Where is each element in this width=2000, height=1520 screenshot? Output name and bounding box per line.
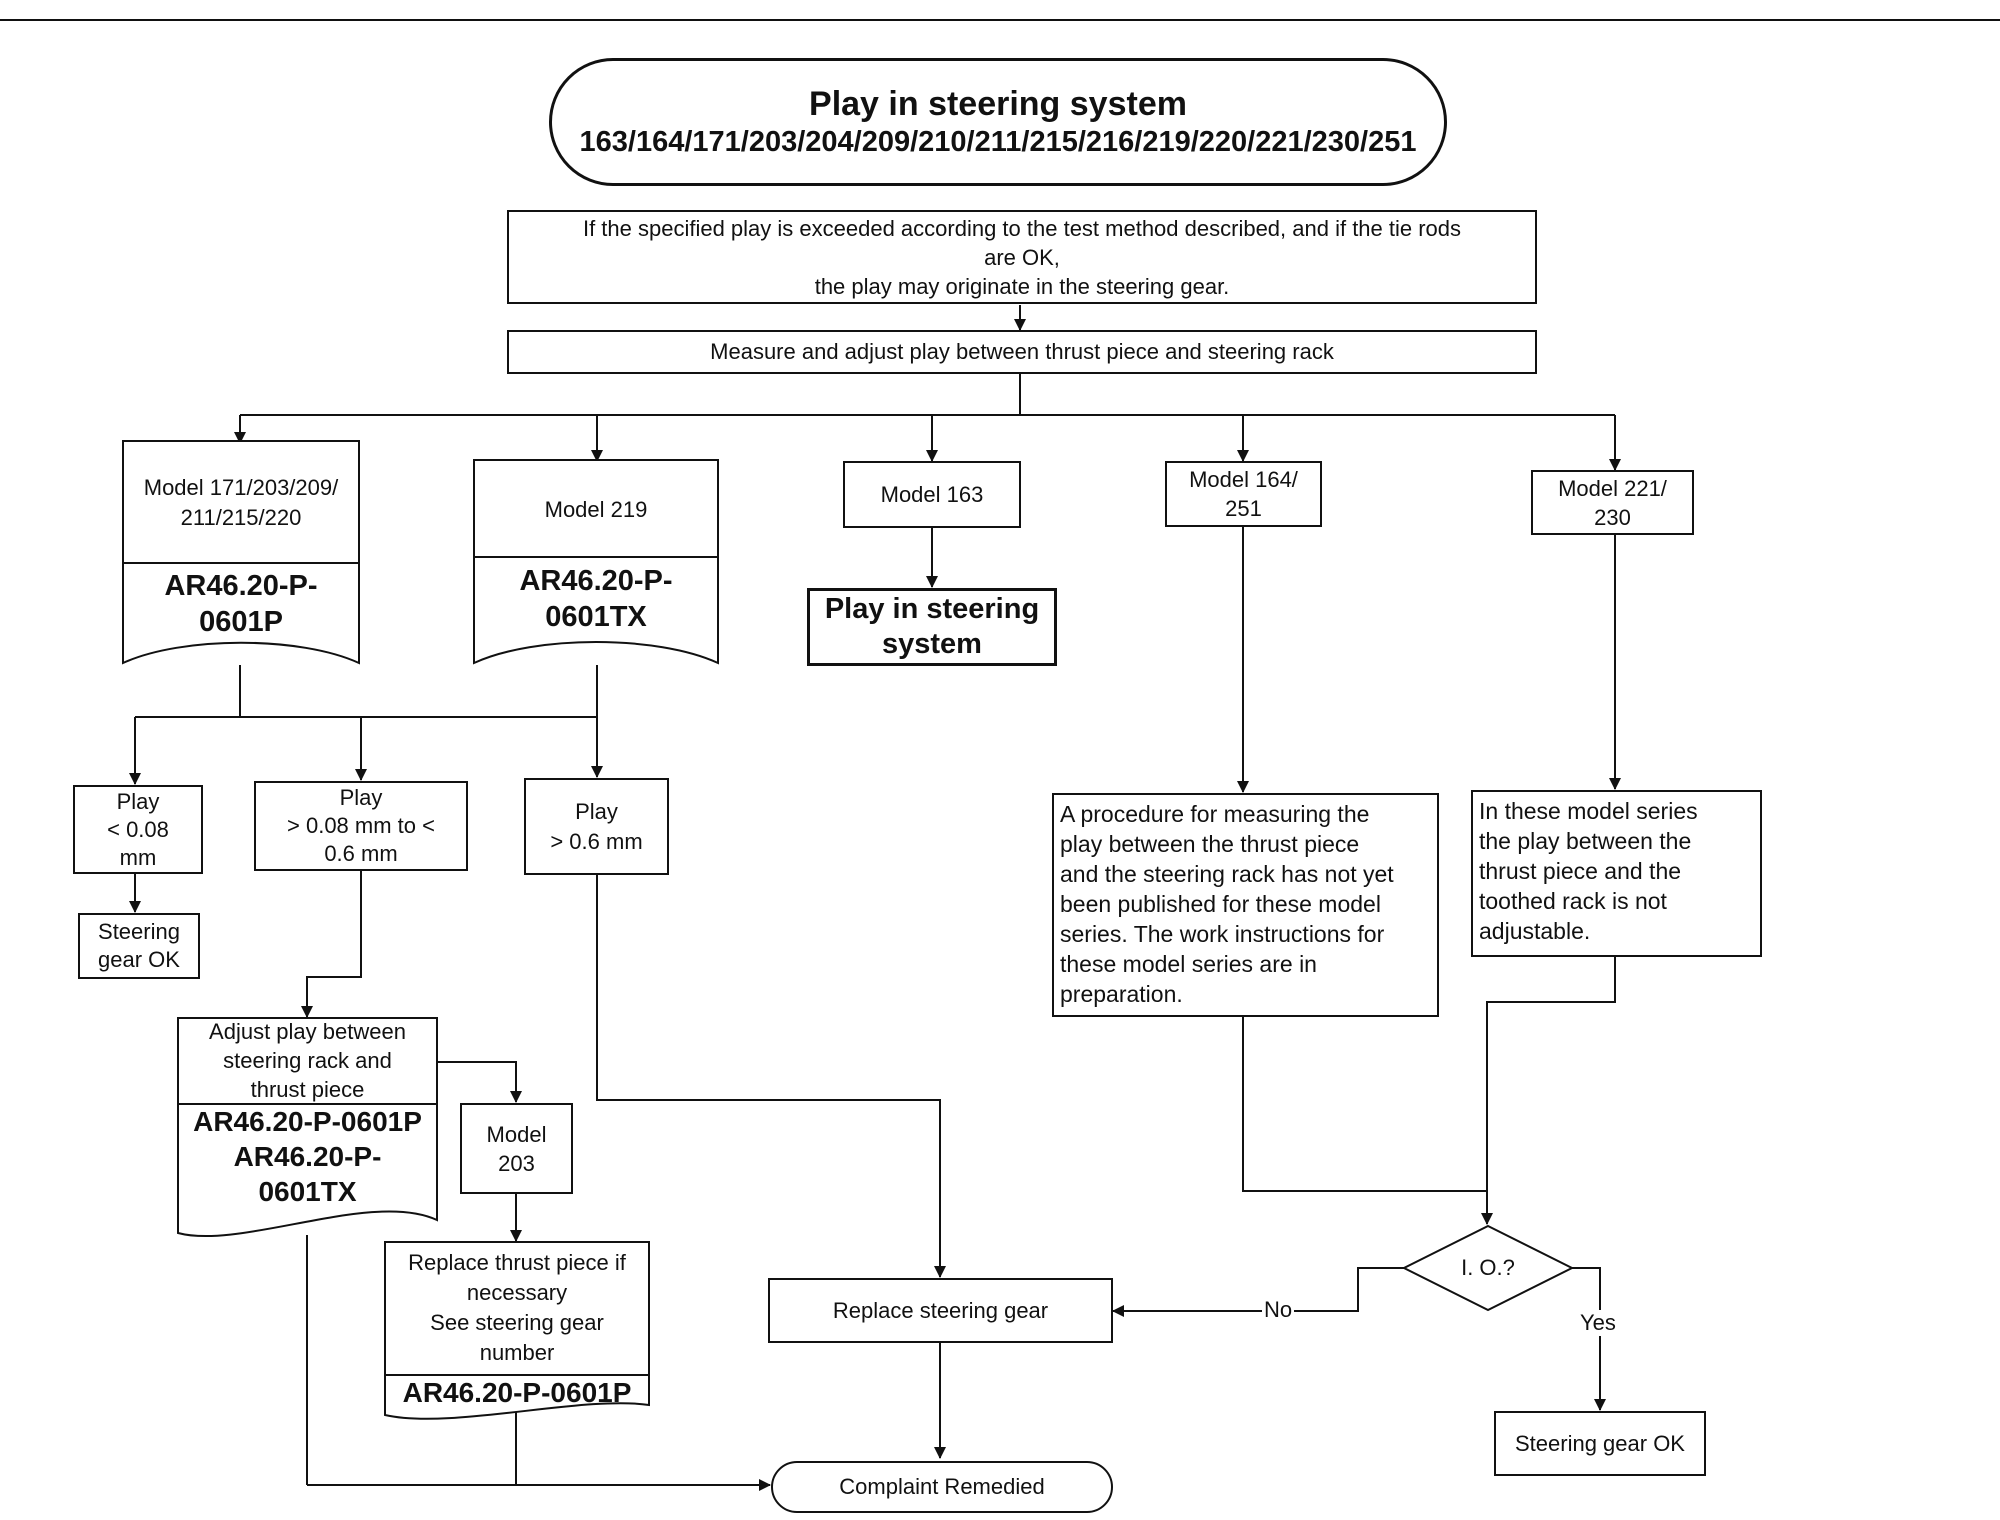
branch-b-code-line-2: 0601TX <box>545 601 647 633</box>
model-203-line-2: 203 <box>498 1150 535 1176</box>
branch-d-note-line-4: been published for these model <box>1060 891 1381 917</box>
measure-box: Measure and adjust play between thrust p… <box>507 330 1537 374</box>
branch-d-box: Model 164/ 251 <box>1165 461 1322 527</box>
replace-thrust-line-1: Replace thrust piece if <box>408 1250 626 1275</box>
doc-shape-adjust <box>177 1017 438 1238</box>
measure-text: Measure and adjust play between thrust p… <box>710 339 1334 364</box>
replace-thrust-line-3: See steering gear <box>430 1310 604 1335</box>
steering-ok-right-box: Steering gear OK <box>1494 1411 1706 1476</box>
branch-d-note-line-3: and the steering rack has not yet <box>1060 861 1394 887</box>
play-mid-line-1: Play <box>339 785 383 810</box>
adjust-label: Adjust play between steering rack and th… <box>178 1017 437 1103</box>
intro-line-2: are OK, <box>984 244 1060 270</box>
branch-a-code-line-1: AR46.20-P- <box>164 570 318 602</box>
edge-no <box>1112 1267 1405 1317</box>
steering-ok-right-text: Steering gear OK <box>1515 1430 1685 1456</box>
play-low-line-2: < 0.08 <box>107 816 169 842</box>
branch-e-note-line-4: toothed rack is not <box>1479 888 1667 914</box>
doc-shape-a <box>122 440 360 665</box>
play-low-line-3: mm <box>119 844 157 870</box>
branch-e-box: Model 221/ 230 <box>1531 470 1694 535</box>
branch-c-box: Model 163 <box>843 461 1021 528</box>
branch-e-note-line-1: In these model series <box>1479 798 1698 824</box>
branch-d-note-line-7: preparation. <box>1060 981 1183 1007</box>
edge-yes <box>1570 1267 1606 1411</box>
steering-ok-left-line-2: gear OK <box>98 947 180 972</box>
title-models: 163/164/171/203/204/209/210/211/215/216/… <box>579 126 1417 158</box>
branch-e-note-line-2: the play between the <box>1479 828 1692 854</box>
adjust-code-line-3: 0601TX <box>258 1176 357 1207</box>
branch-e-line-2: 230 <box>1594 504 1631 530</box>
branch-b-text: Model 219 <box>544 497 648 522</box>
branch-d-note-line-5: series. The work instructions for <box>1060 921 1385 947</box>
intro-box: If the specified play is exceeded accord… <box>507 210 1537 304</box>
branch-e-note-line-3: thrust piece and the <box>1479 858 1682 884</box>
steering-ok-left-line-1: Steering <box>98 919 180 944</box>
play-low-box: Play < 0.08 mm <box>73 785 203 874</box>
adjust-code: AR46.20-P-0601P AR46.20-P- 0601TX <box>178 1104 437 1209</box>
edge-no-label: No <box>1262 1297 1295 1323</box>
branch-b-code-line-1: AR46.20-P- <box>519 565 673 597</box>
play-mid-line-3: 0.6 mm <box>324 841 398 866</box>
branch-c-result-line-1: Play in steering <box>824 593 1040 625</box>
branch-a-code-line-2: 0601P <box>199 606 283 638</box>
edge-e-decision <box>1481 957 1616 1225</box>
play-mid-box: Play > 0.08 mm to < 0.6 mm <box>254 781 468 871</box>
edge-mid-adjust <box>301 871 362 1018</box>
play-high-box: Play > 0.6 mm <box>524 778 669 875</box>
edge-yes-label: Yes <box>1578 1310 1618 1336</box>
edge-adjust-203 <box>437 1061 522 1103</box>
play-high-line-2: > 0.6 mm <box>550 828 643 854</box>
adjust-code-line-2: AR46.20-P- <box>233 1141 382 1172</box>
title-terminal: Play in steering system 163/164/171/203/… <box>549 58 1447 186</box>
play-low-line-1: Play <box>116 788 160 814</box>
replace-thrust-line-4: number <box>479 1340 555 1365</box>
intro-line-3: the play may originate in the steering g… <box>814 273 1230 299</box>
replace-thrust-line-2: necessary <box>466 1280 568 1305</box>
branch-b-code: AR46.20-P- 0601TX <box>474 563 718 635</box>
branch-d-note-line-2: play between the thrust piece <box>1060 831 1360 857</box>
adjust-line-2: steering rack and <box>223 1047 392 1073</box>
branch-a-line-1: Model 171/203/209/ <box>143 475 339 500</box>
adjust-code-line-1: AR46.20-P-0601P <box>193 1106 422 1137</box>
branch-a-code: AR46.20-P- 0601P <box>123 568 359 640</box>
branch-a-line-2: 211/215/220 <box>180 505 302 530</box>
replace-gear-text: Replace steering gear <box>832 1297 1049 1323</box>
adjust-line-3: thrust piece <box>250 1076 365 1102</box>
branch-e-line-1: Model 221/ <box>1558 475 1667 501</box>
complaint-text: Complaint Remedied <box>839 1474 1045 1499</box>
branch-a-label: Model 171/203/209/ 211/215/220 <box>123 462 359 544</box>
branch-d-note-line-6: these model series are in <box>1060 951 1317 977</box>
decision-diamond <box>1401 1224 1575 1312</box>
play-high-line-1: Play <box>575 798 618 824</box>
branch-d-line-2: 251 <box>1225 496 1262 521</box>
decision-text: I. O.? <box>1461 1255 1515 1280</box>
complaint-remedied-terminal: Complaint Remedied <box>771 1461 1113 1513</box>
branch-e-note-line-5: adjustable. <box>1479 918 1591 944</box>
title-text: Play in steering system <box>809 85 1187 123</box>
edge-d-decision <box>1242 1017 1487 1192</box>
adjust-line-1: Adjust play between <box>209 1018 406 1044</box>
model-203-line-1: Model <box>486 1121 547 1147</box>
replace-thrust-label: Replace thrust piece if necessary See st… <box>385 1242 649 1374</box>
edge-high-replace <box>596 875 946 1278</box>
model-203-box: Model 203 <box>460 1103 573 1194</box>
decision-label: I. O.? <box>1430 1250 1546 1286</box>
intro-line-1: If the specified play is exceeded accord… <box>582 215 1462 241</box>
play-mid-line-2: > 0.08 mm to < <box>287 813 435 838</box>
play-in-steering-system-box: Play in steering system <box>807 588 1057 666</box>
replace-steering-gear-box: Replace steering gear <box>768 1278 1113 1343</box>
branch-d-note-line-1: A procedure for measuring the <box>1060 801 1370 827</box>
branch-d-line-1: Model 164/ <box>1189 467 1298 492</box>
doc-shape-b <box>473 459 719 665</box>
branch-b-label: Model 219 <box>474 485 718 535</box>
branch-c-text: Model 163 <box>880 481 984 507</box>
replace-thrust-code: AR46.20-P-0601P <box>385 1376 649 1410</box>
branch-c-result-line-2: system <box>882 628 982 660</box>
replace-thrust-code-text: AR46.20-P-0601P <box>402 1377 632 1408</box>
branch-e-note: In these model series the play between t… <box>1471 790 1762 957</box>
steering-ok-left-box: Steering gear OK <box>78 913 200 979</box>
branch-d-note: A procedure for measuring the play betwe… <box>1052 793 1439 1017</box>
